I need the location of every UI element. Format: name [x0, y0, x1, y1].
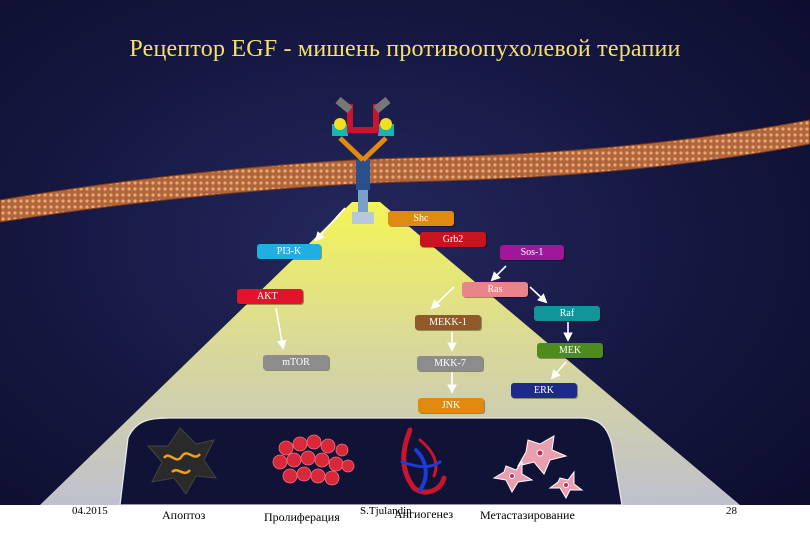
- blood-vessel-icon: [400, 427, 447, 495]
- metastatic-cells-icon: [492, 435, 584, 500]
- receptor-icon: [332, 96, 394, 224]
- protein-pi3k: PI3-K: [257, 244, 321, 259]
- protein-akt: AKT: [237, 289, 303, 304]
- protein-raf: Raf: [534, 306, 600, 321]
- cell-membrane: [0, 119, 810, 223]
- protein-ras: Ras: [462, 282, 528, 297]
- footer-band: [0, 505, 810, 540]
- outcome-apoptosis: Апоптоз: [162, 508, 206, 522]
- outcome-angiogenesis: Ангиогенез: [394, 507, 454, 521]
- apoptotic-cell-icon: [146, 427, 218, 495]
- proliferating-cells-icon: [272, 434, 355, 486]
- protein-shc: Shc: [388, 211, 454, 226]
- pathway-arrows: [275, 207, 573, 394]
- outcome-metastasis: Метастазирование: [480, 508, 575, 522]
- protein-mkk7: MKK-7: [417, 356, 483, 371]
- protein-sos1: Sos-1: [500, 245, 564, 260]
- protein-mek: MEK: [537, 343, 603, 358]
- slide-title: Рецептор EGF - мишень противоопухолевой …: [129, 36, 681, 62]
- protein-grb2: Grb2: [420, 232, 486, 247]
- footer-author: S.Tjulandin: [360, 505, 412, 517]
- outcome-panel: [119, 417, 623, 506]
- protein-mekk1: MEKK-1: [415, 315, 481, 330]
- protein-jnk: JNK: [418, 398, 484, 413]
- protein-erk: ERK: [511, 383, 577, 398]
- footer-date: 04.2015: [72, 505, 108, 517]
- page-number: 28: [726, 505, 737, 517]
- outcome-proliferation: Пролиферация: [264, 510, 340, 524]
- protein-mtor: mTOR: [263, 355, 329, 370]
